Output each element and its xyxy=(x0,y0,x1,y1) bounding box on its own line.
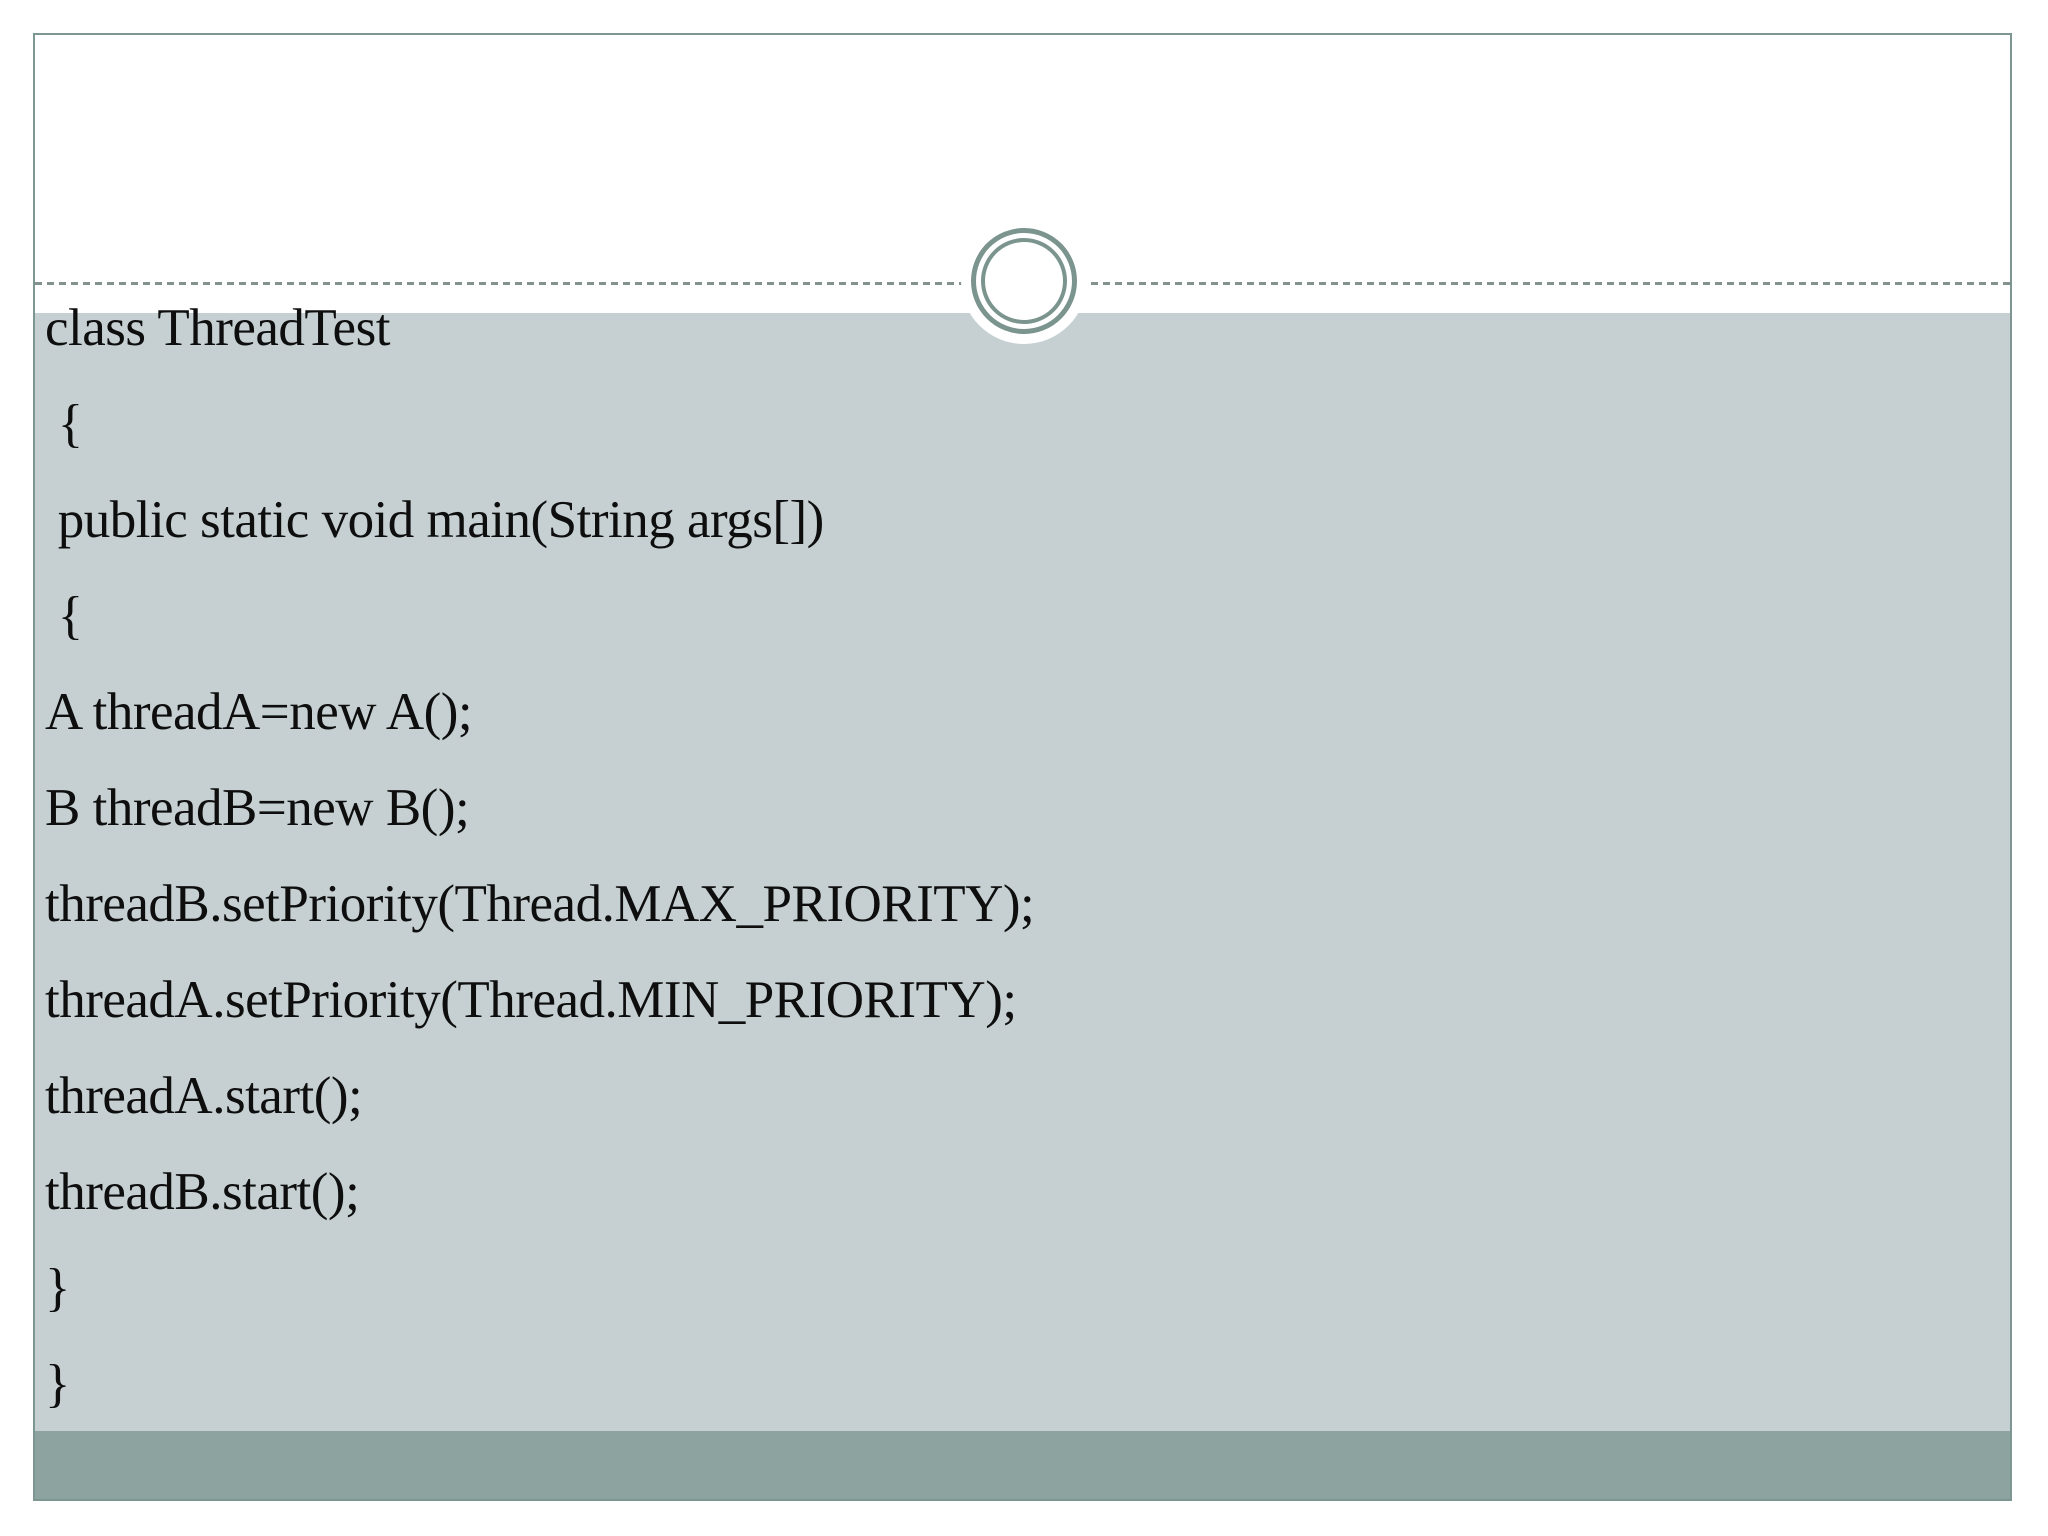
code-line: B threadB=new B(); xyxy=(45,779,470,837)
code-line: threadA.setPriority(Thread.MIN_PRIORITY)… xyxy=(45,971,1017,1029)
slide-footer-bar xyxy=(35,1431,2010,1499)
code-line: class ThreadTest xyxy=(45,299,390,357)
circle-ornament-inner-ring-icon xyxy=(981,238,1067,324)
circle-ornament-icon xyxy=(971,228,1077,334)
code-line: } xyxy=(45,1259,70,1317)
code-line: threadB.start(); xyxy=(45,1163,360,1221)
slide-content-area xyxy=(35,313,2010,1431)
code-line: A threadA=new A(); xyxy=(45,683,473,741)
code-line: public static void main(String args[]) xyxy=(45,491,825,549)
code-block: class ThreadTest { public static void ma… xyxy=(45,280,1035,1432)
code-line: { xyxy=(45,395,83,453)
code-line: { xyxy=(45,587,83,645)
code-line: threadA.start(); xyxy=(45,1067,363,1125)
code-line: threadB.setPriority(Thread.MAX_PRIORITY)… xyxy=(45,875,1035,933)
slide: class ThreadTest { public static void ma… xyxy=(33,33,2012,1501)
code-line: } xyxy=(45,1355,70,1413)
